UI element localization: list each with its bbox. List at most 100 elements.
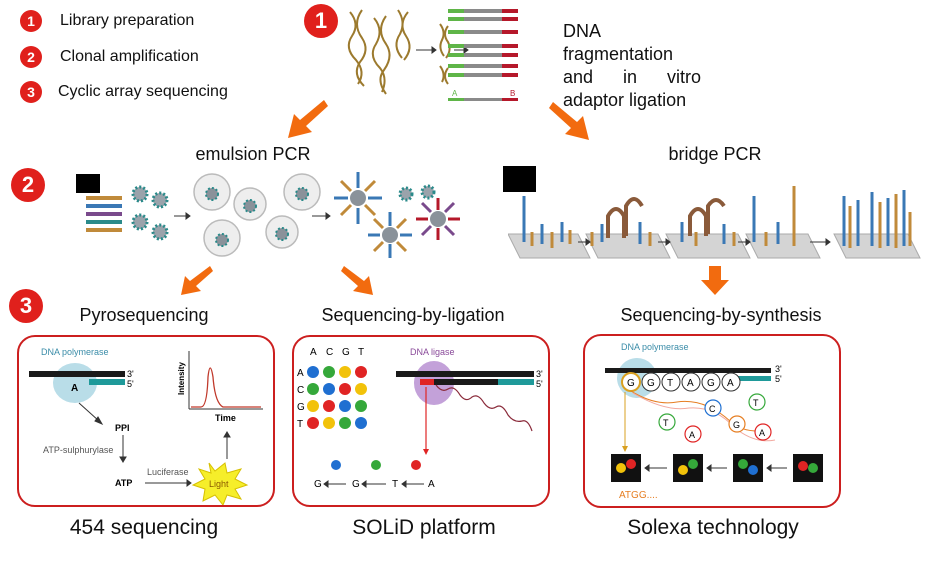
fragmentation-line-4: adaptor ligation	[563, 90, 687, 110]
bridge-arrows	[578, 238, 831, 246]
matrix-row-g: G	[297, 402, 305, 413]
matrix-dot	[307, 366, 319, 378]
free-base-4: A	[689, 430, 695, 440]
emulsion-arrows	[174, 212, 331, 220]
pyro-ppi-label: PPI	[115, 423, 130, 433]
arrow-to-bridge-pcr	[549, 102, 589, 140]
solexa-strand-3: T	[667, 378, 673, 389]
pyro-xlabel: Time	[215, 413, 236, 423]
matrix-col-c: C	[326, 347, 333, 358]
pyro-3prime: 3'	[127, 369, 134, 379]
light-burst-icon	[191, 462, 249, 506]
legend-badge-2: 2	[20, 46, 42, 68]
solexa-strand-4: A	[687, 378, 694, 389]
bridge-pcr-illustration	[508, 186, 921, 259]
matrix-dot	[323, 400, 335, 412]
legend-badge-3: 3	[20, 81, 42, 103]
intensity-plot: Intensity Time	[177, 351, 263, 423]
matrix-dot	[339, 366, 351, 378]
legend-label-1: Library preparation	[60, 12, 195, 29]
matrix-dot	[339, 383, 351, 395]
free-base-5: G	[733, 420, 740, 430]
probe-tail-icon	[435, 384, 533, 432]
step-badge-1: 1	[304, 4, 338, 38]
pyro-ylabel: Intensity	[177, 362, 186, 395]
arrow-to-ligation	[341, 266, 373, 295]
solexa-strand-5: G	[707, 378, 715, 389]
matrix-col-a: A	[310, 347, 317, 358]
solexa-readout: ATGG....	[619, 490, 658, 501]
redaction-block	[76, 174, 100, 193]
matrix-dot	[355, 383, 367, 395]
arrow-to-pyrosequencing	[181, 266, 213, 295]
solid-diagram: A C G T A C G T DNA ligase 3' 5' G G T A	[297, 347, 543, 490]
color-call-green	[371, 460, 381, 470]
solid-3prime: 3'	[536, 369, 543, 379]
solid-enzyme-label: DNA ligase	[410, 347, 455, 357]
solexa-strand-6: A	[727, 378, 734, 389]
adaptor-a-label: A	[452, 89, 458, 98]
solid-seq-1: G	[314, 479, 322, 490]
fragmentation-line-1: DNA	[563, 21, 602, 41]
matrix-dot	[323, 366, 335, 378]
adapter-ligated-fragments	[448, 9, 518, 101]
step-badge-2: 2	[11, 168, 45, 202]
solexa-3prime: 3'	[775, 364, 782, 374]
solid-seq-3: T	[392, 479, 398, 490]
solid-panel: A C G T A C G T DNA ligase 3' 5' G G T A	[292, 335, 550, 507]
fragmentation-arrows	[416, 46, 469, 54]
amplified-bead-icon	[334, 172, 460, 258]
emulsion-droplet-icon	[193, 173, 321, 257]
pyrosequencing-panel: DNA polymerase A 3' 5' PPI ATP-sulphuryl…	[17, 335, 275, 507]
legend-label-3: Cyclic array sequencing	[58, 83, 228, 100]
solid-5prime: 5'	[536, 379, 543, 389]
matrix-col-t: T	[358, 347, 364, 358]
dna-helix-icon	[347, 9, 411, 95]
color-matrix: A C G T A C G T	[297, 347, 367, 430]
free-base-3: T	[753, 398, 759, 408]
matrix-dot	[355, 417, 367, 429]
matrix-row-t: T	[297, 419, 303, 430]
color-call-red	[411, 460, 421, 470]
free-base-1: T	[663, 418, 669, 428]
solexa-5prime: 5'	[775, 374, 782, 384]
matrix-dot	[355, 366, 367, 378]
pyro-base-label: A	[71, 383, 78, 394]
pyro-luciferase-label: Luciferase	[147, 467, 189, 477]
matrix-dot	[355, 400, 367, 412]
matrix-dot	[323, 383, 335, 395]
color-call-blue	[331, 460, 341, 470]
capture-bead-icon	[131, 185, 169, 241]
solexa-enzyme-label: DNA polymerase	[621, 342, 689, 352]
legend-badge-1: 1	[20, 10, 42, 32]
free-base-6: A	[759, 428, 765, 438]
matrix-dot	[307, 400, 319, 412]
solexa-strand-1: G	[627, 378, 635, 389]
fragmentation-text: DNA fragmentation and in vitro adaptor l…	[563, 20, 733, 112]
matrix-dot	[307, 417, 319, 429]
adaptor-b-label: B	[510, 89, 515, 98]
ligation-title: Sequencing-by-ligation	[321, 305, 505, 325]
solid-seq-4: A	[428, 479, 435, 490]
solexa-panel: DNA polymerase 3' 5' G G T A G A T C T	[583, 334, 841, 508]
matrix-row-c: C	[297, 385, 304, 396]
caption-solid: SOLiD platform	[352, 516, 496, 539]
fragmentation-line-3: and in vitro	[563, 67, 702, 87]
emulsion-pcr-illustration	[86, 172, 460, 258]
pyrosequencing-diagram: DNA polymerase A 3' 5' PPI ATP-sulphuryl…	[29, 347, 263, 506]
free-base-2: C	[709, 404, 716, 414]
arrow-to-synthesis	[701, 266, 729, 295]
matrix-dot	[323, 417, 335, 429]
pyro-atp-label: ATP	[115, 478, 132, 488]
matrix-dot	[339, 400, 351, 412]
caption-solexa: Solexa technology	[627, 516, 799, 539]
fragmentation-line-2: fragmentation	[563, 44, 674, 64]
pyrosequencing-title: Pyrosequencing	[79, 305, 209, 325]
solid-seq-2: G	[352, 479, 360, 490]
matrix-dot	[339, 417, 351, 429]
arrow-to-emulsion-pcr	[288, 100, 328, 138]
pyro-enzyme-label: DNA polymerase	[41, 347, 109, 357]
bridge-strand-icon	[606, 197, 726, 238]
bridge-pcr-title: bridge PCR	[668, 144, 762, 164]
emulsion-pcr-title: emulsion PCR	[195, 144, 311, 164]
